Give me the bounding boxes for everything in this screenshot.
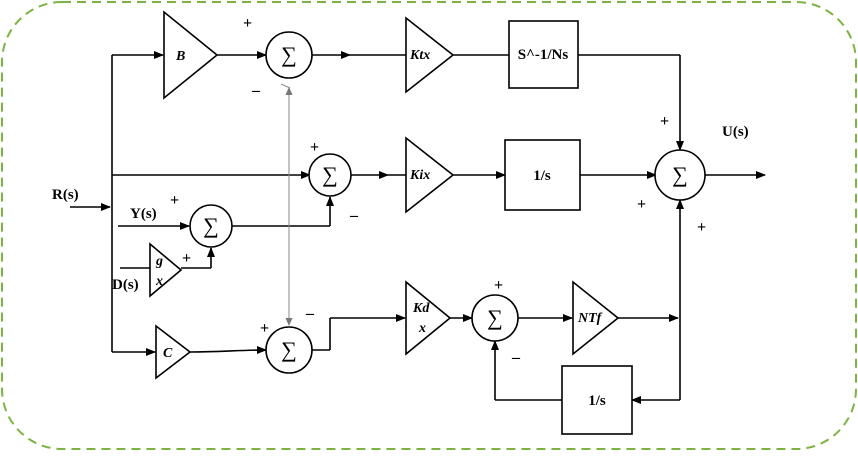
output-u-label: U(s) [722,124,749,140]
gain-kd-label: Kd [412,301,430,316]
gain-b: B [163,10,219,100]
gain-c: C [155,324,192,380]
sum-2-symbol: ∑ [322,162,338,187]
sum-junction-4: ∑ [265,326,313,374]
gain-ntf-label: NTf [577,311,603,326]
block-int-feedback: 1/s [561,365,633,435]
sign-s1-minus: – [251,82,261,99]
sum-junction-2: ∑ [308,153,352,197]
sign-output-left: + [637,196,646,213]
sign-s5-minus: – [511,349,521,366]
sum-output-symbol: ∑ [672,162,688,187]
sign-s4-plus: + [260,320,269,337]
sum-junction-output: ∑ [654,149,706,201]
sign-s3-plus-2: + [182,250,191,267]
sign-s4-minus: – [305,305,315,322]
input-y-label: Y(s) [130,206,157,222]
gain-kd: Kd x [405,280,452,356]
input-d-label: D(s) [112,277,139,293]
gain-ktx: Ktx [405,16,455,94]
gain-g-x-label: x [155,274,163,289]
sum-4-symbol: ∑ [281,337,297,362]
sign-output-bottom: + [697,219,706,236]
gain-g: g x [149,242,183,298]
gain-ntf: NTf [572,280,620,356]
gain-kix: Kix [405,136,455,214]
sum-1-symbol: ∑ [281,42,297,67]
sum-5-symbol: ∑ [487,305,503,330]
gain-g-label: g [155,254,163,269]
block-int-main-label: 1/s [533,168,551,184]
sum-junction-5: ∑ [471,294,519,342]
sign-s3-plus: + [170,192,179,209]
gain-c-label: C [163,346,173,361]
input-r-label: R(s) [52,187,79,203]
block-int-main: 1/s [504,139,581,211]
gain-b-label: B [175,49,185,64]
gain-kd-x-label: x [418,321,426,336]
gain-kix-label: Kix [409,168,430,183]
sign-s2-minus: – [349,207,359,224]
signal-wires [70,51,766,404]
sum-3-symbol: ∑ [203,213,219,238]
sign-output-top: + [660,113,669,130]
sum-junction-3: ∑ [189,204,233,248]
sign-s5-plus: + [494,277,503,294]
block-deriv-label: S^-1/Ns [518,47,569,63]
sum-junction-1: ∑ [265,31,313,79]
block-int-feedback-label: 1/s [588,393,606,409]
gain-ktx-label: Ktx [409,48,430,63]
block-deriv: S^-1/Ns [508,20,579,89]
sign-s1-plus: + [243,15,252,32]
sign-s2-plus: + [310,139,319,156]
